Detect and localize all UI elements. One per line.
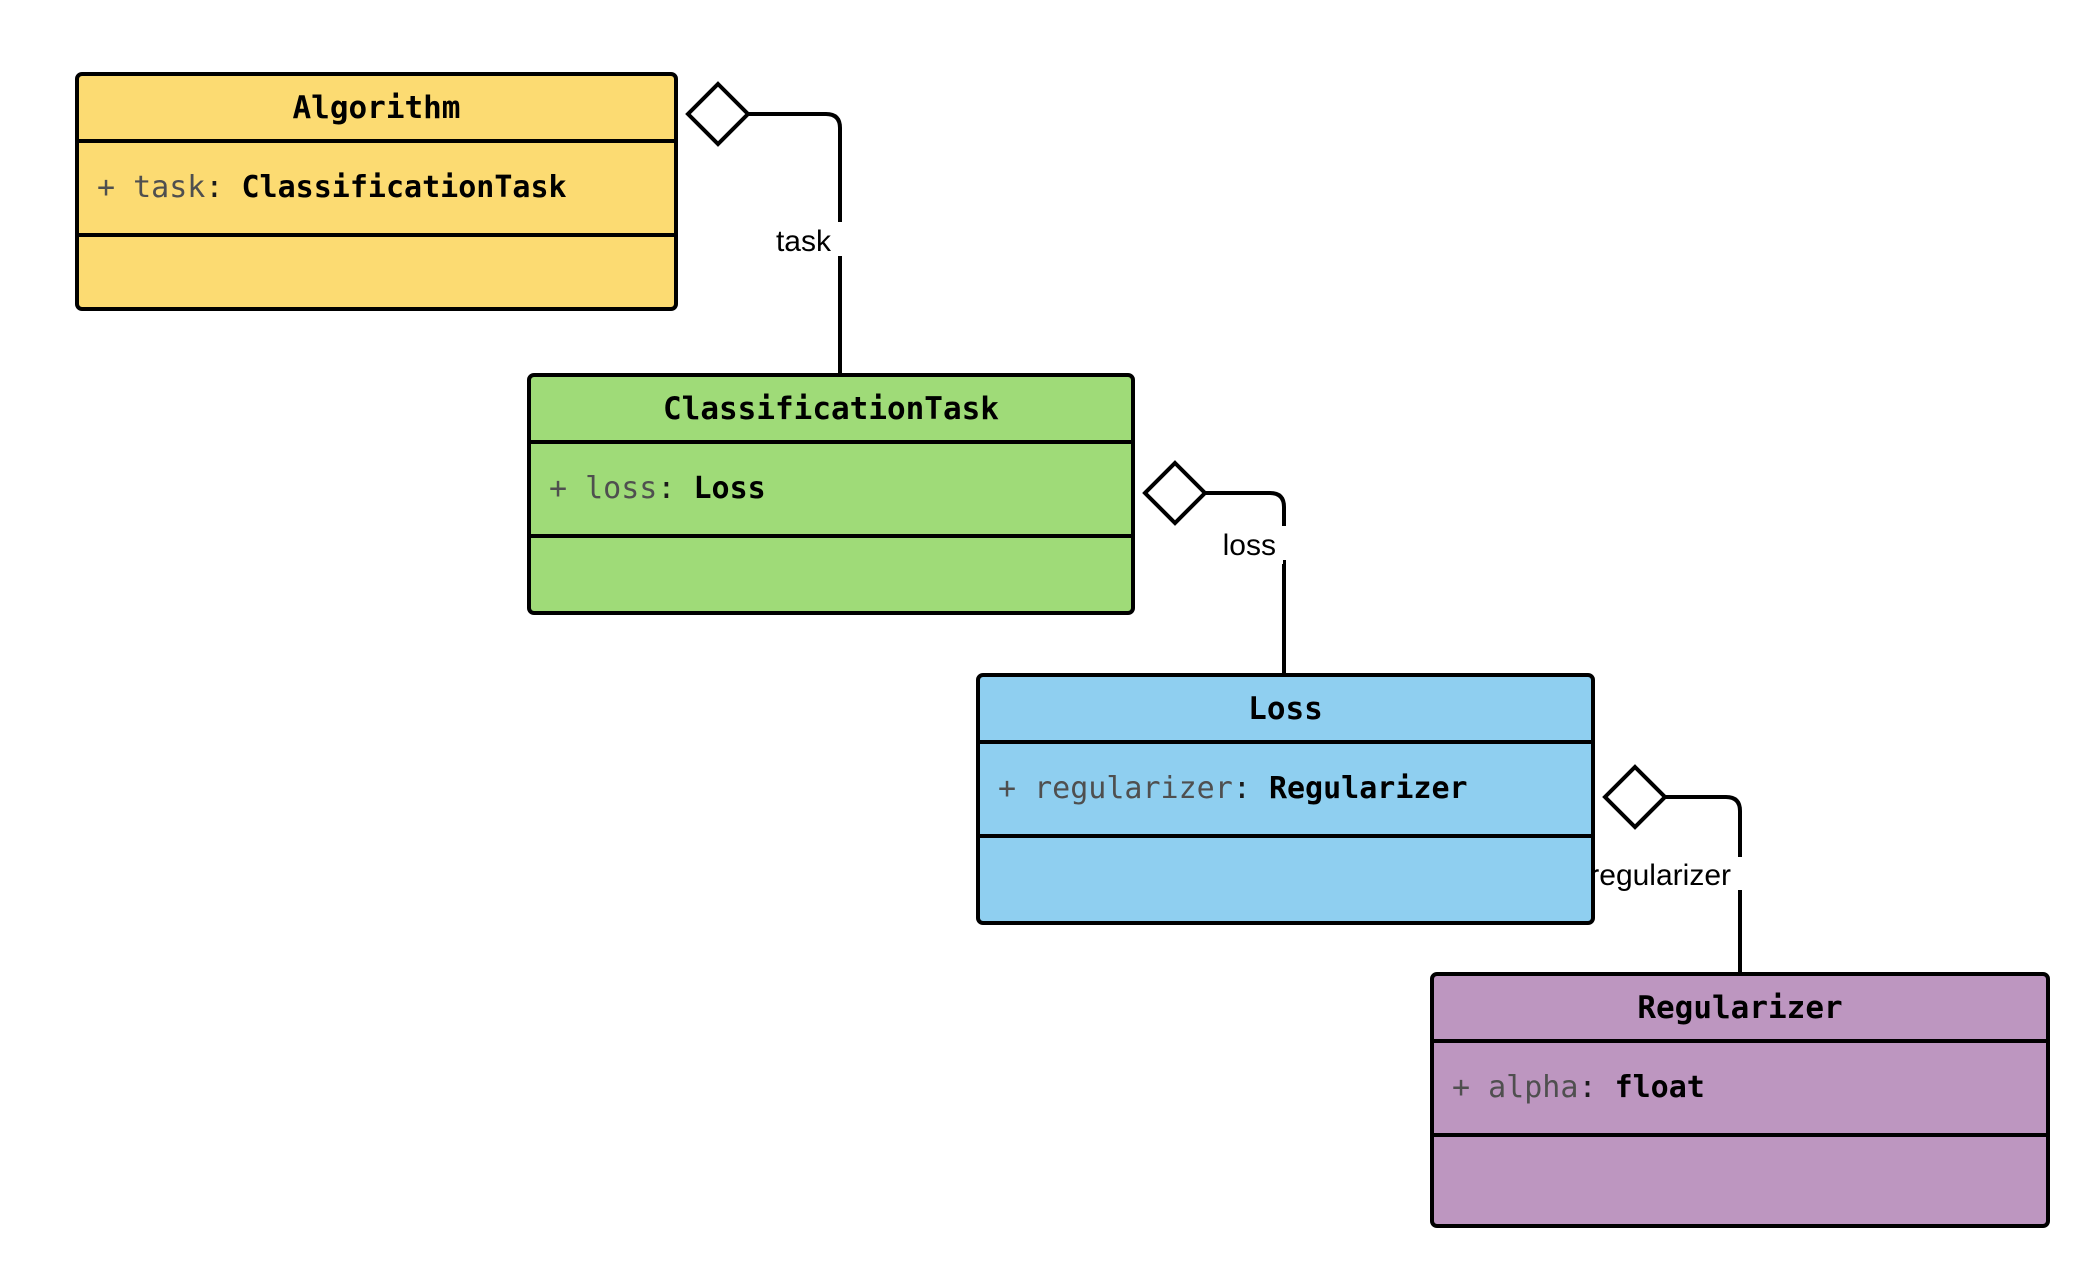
relation-line-regularizer-upper xyxy=(1660,795,1742,857)
attribute-separator: : xyxy=(1578,1069,1597,1105)
attribute-name: alpha xyxy=(1488,1069,1579,1105)
class-methods-classificationtask xyxy=(531,538,1131,611)
attribute-row: + task: ClassificationTask xyxy=(97,169,567,206)
attribute-name: loss xyxy=(585,470,658,506)
class-methods-loss xyxy=(980,838,1591,921)
class-title-algorithm: Algorithm xyxy=(79,76,674,143)
attribute-type: ClassificationTask xyxy=(241,169,567,205)
attribute-separator: : xyxy=(1232,770,1251,806)
class-attributes-algorithm: + task: ClassificationTask xyxy=(79,143,674,237)
class-methods-regularizer xyxy=(1434,1137,2046,1224)
relation-label-task: task xyxy=(690,224,838,260)
attribute-row: + alpha: float xyxy=(1452,1069,1705,1106)
class-attributes-regularizer: + alpha: float xyxy=(1434,1043,2046,1137)
relation-line-loss-upper xyxy=(1200,491,1286,526)
uml-class-classificationtask[interactable]: ClassificationTask + loss: Loss xyxy=(527,373,1135,615)
uml-class-loss[interactable]: Loss + regularizer: Regularizer xyxy=(976,673,1595,925)
uml-class-regularizer[interactable]: Regularizer + alpha: float xyxy=(1430,972,2050,1228)
attribute-visibility: + xyxy=(1452,1069,1471,1105)
attribute-type: float xyxy=(1614,1069,1705,1105)
attribute-visibility: + xyxy=(549,470,568,506)
class-title-classificationtask: ClassificationTask xyxy=(531,377,1131,444)
attribute-separator: : xyxy=(657,470,676,506)
class-attributes-classificationtask: + loss: Loss xyxy=(531,444,1131,538)
attribute-name: task xyxy=(133,169,206,205)
attribute-visibility: + xyxy=(97,169,116,205)
relation-line-task-upper xyxy=(743,112,842,222)
class-title-regularizer: Regularizer xyxy=(1434,976,2046,1043)
class-methods-algorithm xyxy=(79,237,674,307)
attribute-type: Loss xyxy=(693,470,766,506)
aggregation-diamond-regularizer xyxy=(1602,764,1668,830)
attribute-row: + loss: Loss xyxy=(549,470,766,507)
attribute-visibility: + xyxy=(998,770,1017,806)
aggregation-diamond-task xyxy=(685,81,751,147)
attribute-row: + regularizer: Regularizer xyxy=(998,770,1468,807)
attribute-type: Regularizer xyxy=(1268,770,1468,806)
attribute-name: regularizer xyxy=(1034,770,1233,806)
attribute-separator: : xyxy=(205,169,224,205)
aggregation-diamond-loss xyxy=(1142,460,1208,526)
class-title-loss: Loss xyxy=(980,677,1591,744)
uml-class-algorithm[interactable]: Algorithm + task: ClassificationTask xyxy=(75,72,678,311)
relation-task-loss xyxy=(1142,460,1286,673)
class-attributes-loss: + regularizer: Regularizer xyxy=(980,744,1591,838)
